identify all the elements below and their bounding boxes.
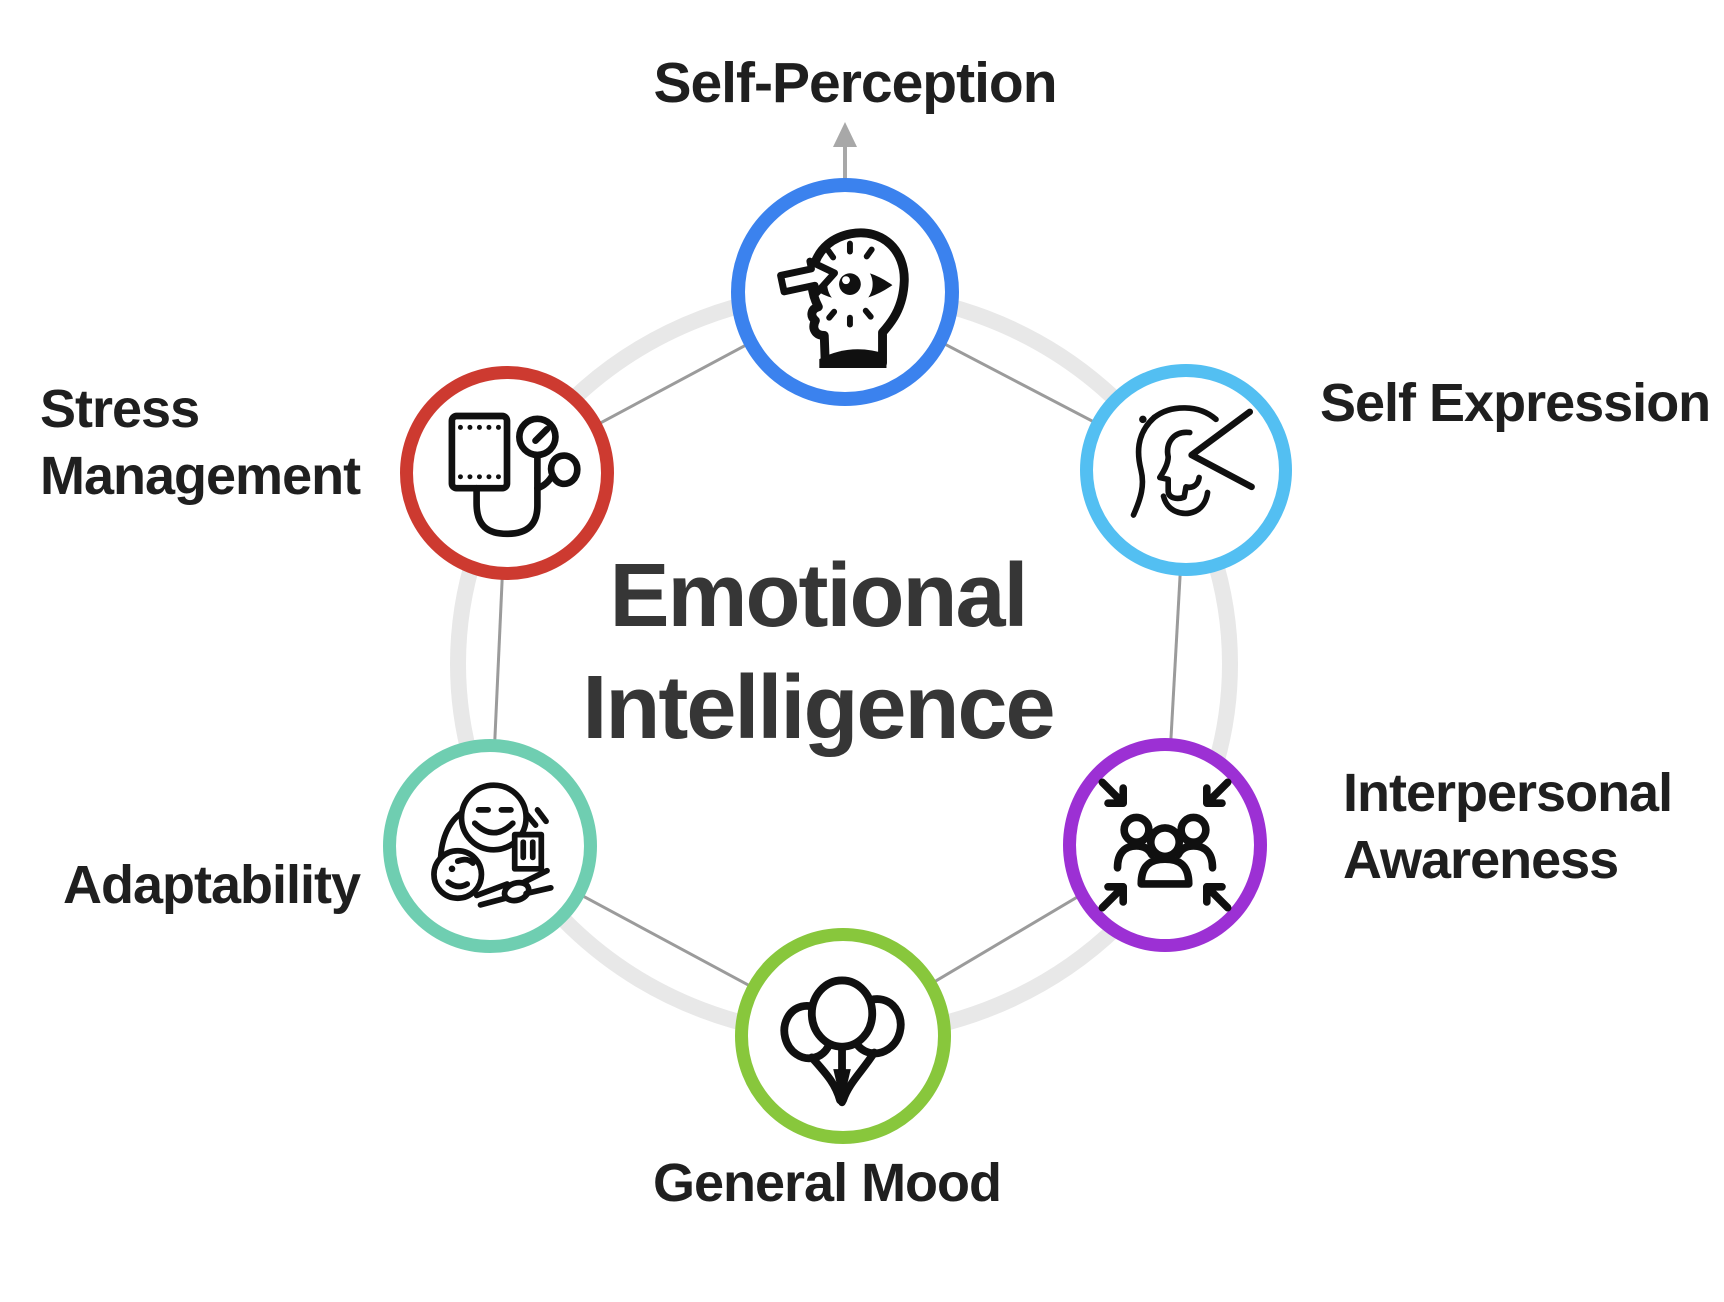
label-interpersonal-awareness: Interpersonal Awareness: [1343, 763, 1673, 890]
label-self-perception: Self-Perception: [653, 51, 1057, 115]
label-adaptability: Adaptability: [63, 855, 361, 915]
balloons-icon: [780, 976, 905, 1107]
node-interpersonal-awareness: [1063, 738, 1267, 952]
expressive-head-icon: [1130, 405, 1255, 518]
label-self-expression: Self Expression: [1320, 373, 1711, 433]
diagram-title: Emotional Intelligence: [582, 546, 1055, 758]
node-general-mood: [735, 928, 951, 1144]
people-group-inward-arrows-icon: [1098, 778, 1232, 912]
node-self-expression: [1080, 364, 1292, 576]
faces-and-hand-icon: [431, 782, 554, 908]
label-stress-management: Stress Management: [40, 379, 361, 506]
node-adaptability: [383, 739, 597, 953]
label-general-mood: General Mood: [652, 1153, 1002, 1213]
blood-pressure-monitor-icon: [448, 412, 581, 538]
head-with-eye-icon: [777, 228, 909, 369]
node-self-perception: [731, 178, 959, 406]
